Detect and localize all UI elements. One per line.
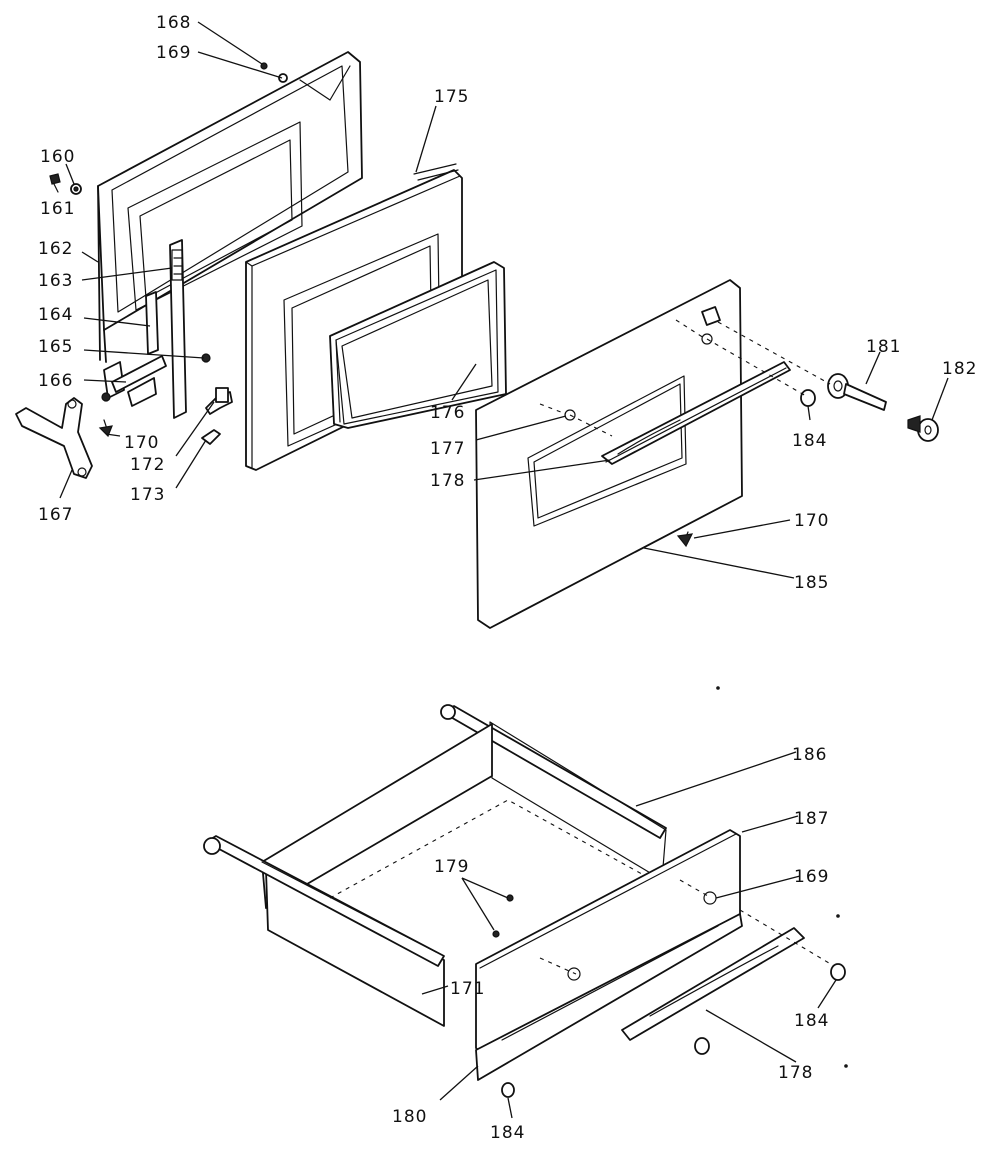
label-169-drawer: 169 [794,867,829,887]
label-179: 179 [434,857,469,877]
label-165: 165 [38,337,73,357]
label-184-door: 184 [792,431,827,451]
label-177: 177 [430,439,465,459]
inner-door-liner [97,51,363,363]
label-169-top: 169 [156,43,191,63]
door-handle [601,361,791,465]
storage-drawer [203,704,846,1098]
label-170-door: 170 [794,511,829,531]
label-185: 185 [794,573,829,593]
label-176: 176 [430,403,465,423]
label-162: 162 [38,239,73,259]
label-181: 181 [866,337,901,357]
label-168: 168 [156,13,191,33]
hinge-assembly [101,239,211,419]
label-170-top: 170 [124,433,159,453]
leader-lines [59,21,949,1119]
handle-hardware [676,373,939,548]
label-182: 182 [942,359,977,379]
label-178-drawer: 178 [778,1063,813,1083]
part-labels: 168 169 175 160 161 162 163 164 165 166 … [38,13,977,1143]
door-small-hardware [49,62,288,445]
upper-assembly-lines [539,319,831,437]
label-163: 163 [38,271,73,291]
label-171: 171 [450,979,485,999]
label-184-drawer-bottom: 184 [490,1123,525,1143]
scan-specks [716,686,848,1068]
label-173: 173 [130,485,165,505]
label-187: 187 [794,809,829,829]
label-178-door: 178 [430,471,465,491]
label-172: 172 [130,455,165,475]
label-175: 175 [434,87,469,107]
label-164: 164 [38,305,73,325]
label-160: 160 [40,147,75,167]
label-167: 167 [38,505,73,525]
label-161: 161 [40,199,75,219]
hinge-arm [15,397,93,479]
label-180: 180 [392,1107,427,1127]
label-166: 166 [38,371,73,391]
label-184-drawer-right: 184 [794,1011,829,1031]
label-186: 186 [792,745,827,765]
